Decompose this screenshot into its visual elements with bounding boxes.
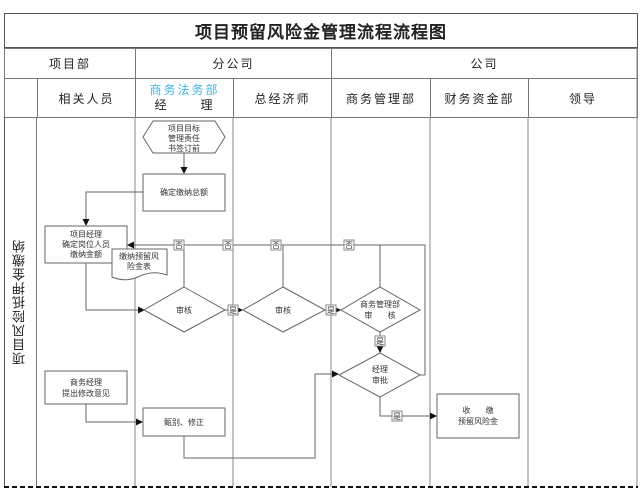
svg-text:项目目标: 项目目标 xyxy=(168,123,200,133)
svg-text:书签订前: 书签订前 xyxy=(168,143,200,153)
svg-text:审核: 审核 xyxy=(275,305,291,315)
approve-diamond: 经理 审批 xyxy=(337,352,422,398)
svg-text:审批: 审批 xyxy=(372,375,388,385)
svg-text:缴纳金额: 缴纳金额 xyxy=(70,249,102,259)
svg-text:是: 是 xyxy=(393,412,401,421)
svg-text:审核: 审核 xyxy=(176,305,192,315)
svg-text:审 核: 审 核 xyxy=(364,310,395,320)
svg-text:是: 是 xyxy=(327,306,335,315)
yes-label: 是 xyxy=(391,410,403,422)
lane-lines xyxy=(134,48,638,487)
svg-text:甄别、修正: 甄别、修正 xyxy=(164,417,204,427)
svg-text:是: 是 xyxy=(229,306,237,315)
risk-form-document: 缴纳预留风 险金表 xyxy=(111,248,168,281)
svg-text:否: 否 xyxy=(345,241,353,250)
svg-text:缴纳预留风: 缴纳预留风 xyxy=(119,251,159,261)
col-business-legal-dept: 商务法务部 xyxy=(149,83,220,97)
determine-total-box: 确定缴纳总额 xyxy=(142,173,226,212)
start-node: 项目目标 管理责任 书签订前 xyxy=(142,120,226,154)
business-manager-box: 商务经理 提出修改意见 xyxy=(44,370,128,405)
review-diamond-1: 审核 xyxy=(142,286,227,333)
edge-labels: 否 否 否 否 是 是 是 是 xyxy=(173,239,403,422)
no-label: 否 xyxy=(222,239,234,251)
svg-text:预留风险金: 预留风险金 xyxy=(458,416,498,426)
svg-text:否: 否 xyxy=(272,241,280,250)
svg-text:收 缴: 收 缴 xyxy=(462,405,493,415)
fix-box: 甄别、修正 xyxy=(142,407,226,437)
svg-text:管理责任: 管理责任 xyxy=(168,133,200,143)
yes-label: 是 xyxy=(325,304,337,316)
no-label: 否 xyxy=(173,239,185,251)
svg-text:否: 否 xyxy=(224,241,232,250)
yes-label: 是 xyxy=(227,304,239,316)
col-manager-char2: 理 xyxy=(200,98,215,112)
no-label: 否 xyxy=(270,239,282,251)
svg-text:商务管理部: 商务管理部 xyxy=(360,299,400,309)
svg-text:险金表: 险金表 xyxy=(127,261,151,271)
svg-text:确定岗位人员: 确定岗位人员 xyxy=(62,239,110,249)
no-label: 否 xyxy=(343,239,355,251)
col-manager-char1: 经 xyxy=(154,98,169,112)
svg-text:否: 否 xyxy=(175,241,183,250)
svg-text:项目经理: 项目经理 xyxy=(70,229,102,239)
svg-text:是: 是 xyxy=(376,337,384,346)
collect-box: 收 缴 预留风险金 xyxy=(436,393,520,439)
yes-label: 是 xyxy=(374,335,386,347)
review-diamond-2: 审核 xyxy=(241,286,327,333)
review-diamond-3: 商务管理部 审 核 xyxy=(339,286,422,333)
side-label: 项目风险抵押金缴纳 xyxy=(4,117,37,487)
svg-text:提出修改意见: 提出修改意见 xyxy=(62,388,110,398)
page-title: 项目预留风险金管理流程流程图 xyxy=(4,13,638,48)
svg-text:确定缴纳总额: 确定缴纳总额 xyxy=(160,187,208,197)
svg-text:经理: 经理 xyxy=(372,364,388,374)
svg-text:商务经理: 商务经理 xyxy=(70,377,102,387)
col-business-legal-manager: 商务法务部 经 理 xyxy=(135,78,234,118)
